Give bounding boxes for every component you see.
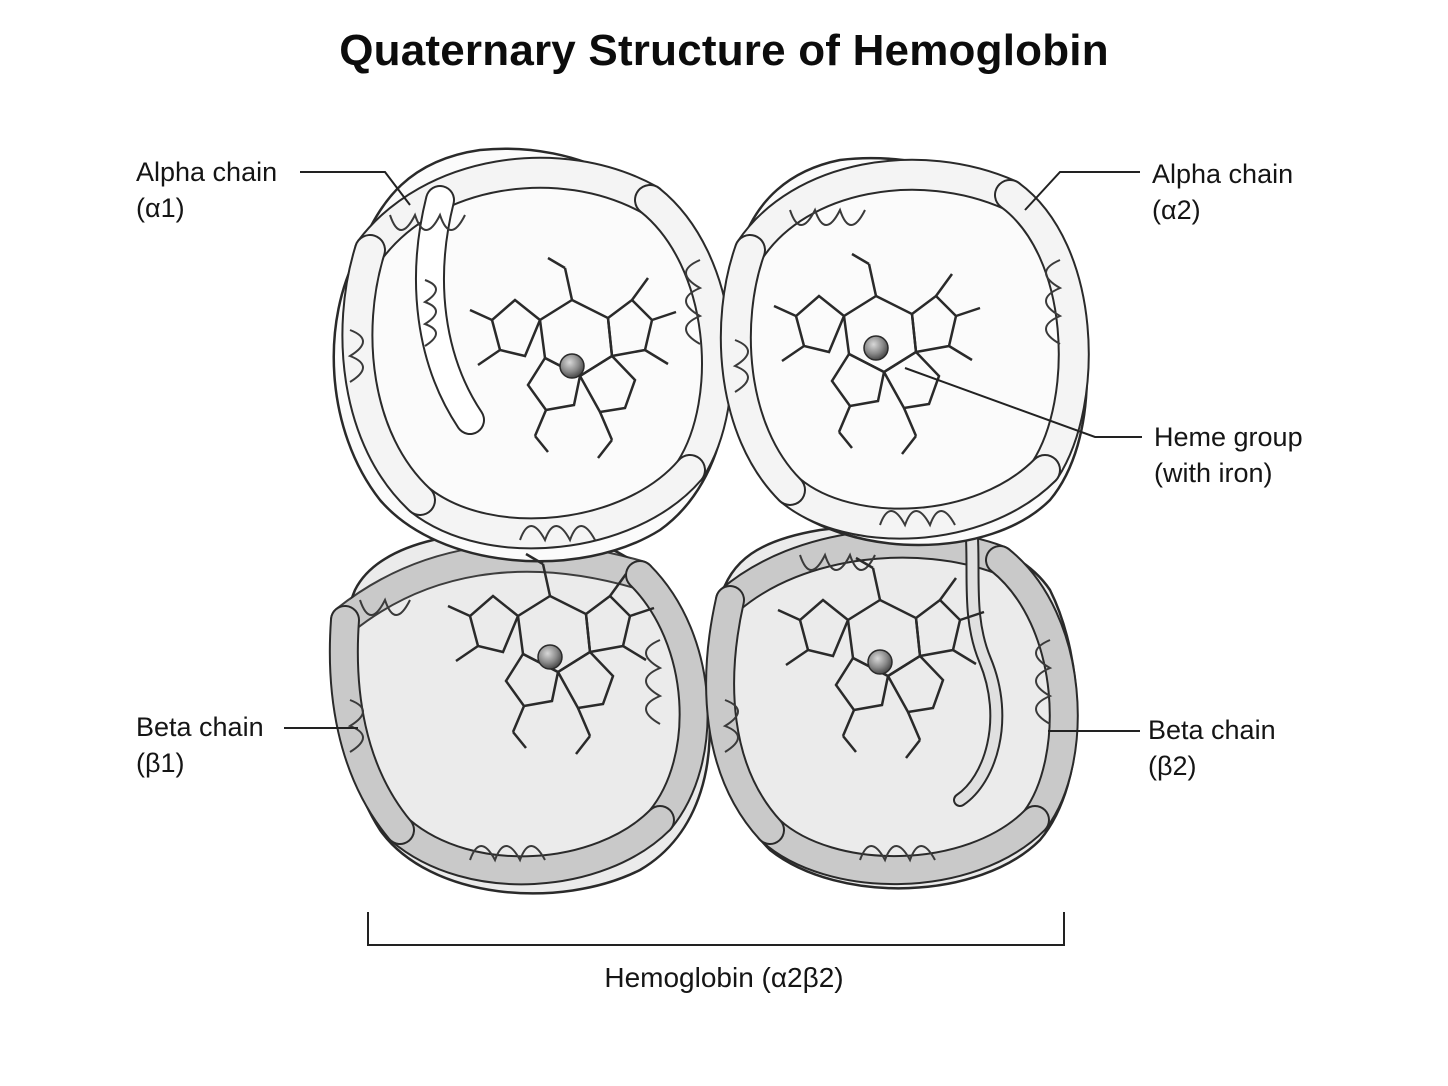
iron-atom [537,644,563,670]
leader-lines [284,171,1142,732]
label-heme-detail: (with iron) [1154,458,1273,488]
label-beta1-symbol: (β1) [136,748,185,778]
leader-heme [904,367,1142,438]
tetramer-label: Hemoglobin (α2β2) [604,962,844,993]
label-alpha1-symbol: (α1) [136,193,185,223]
iron-atom [867,649,893,675]
leader-alpha2 [1024,171,1140,211]
heme-beta2 [777,556,985,759]
label-beta2: Beta chain (β2) [1148,712,1276,784]
label-alpha2-name: Alpha chain [1152,159,1294,189]
label-alpha1: Alpha chain (α1) [136,154,277,226]
label-heme: Heme group (with iron) [1154,419,1303,491]
label-alpha1-name: Alpha chain [136,157,278,187]
diagram-title: Quaternary Structure of Hemoglobin [339,26,1109,75]
heme-alpha1 [469,256,677,459]
leader-alpha1 [300,171,411,206]
alpha1-subunit [332,147,733,563]
label-beta2-name: Beta chain [1148,715,1276,745]
label-beta1-name: Beta chain [136,712,264,742]
label-heme-name: Heme group [1154,422,1303,452]
iron-atom [863,335,889,361]
heme-alpha2 [773,252,981,455]
alpha2-subunit [719,156,1090,547]
label-beta2-symbol: (β2) [1148,751,1197,781]
label-beta1: Beta chain (β1) [136,709,264,781]
label-alpha2-symbol: (α2) [1152,195,1201,225]
heme-beta1 [447,552,655,755]
iron-atom [559,353,585,379]
tetramer-bracket [367,912,1065,946]
label-alpha2: Alpha chain (α2) [1152,156,1293,228]
beta1-subunit [328,530,711,895]
